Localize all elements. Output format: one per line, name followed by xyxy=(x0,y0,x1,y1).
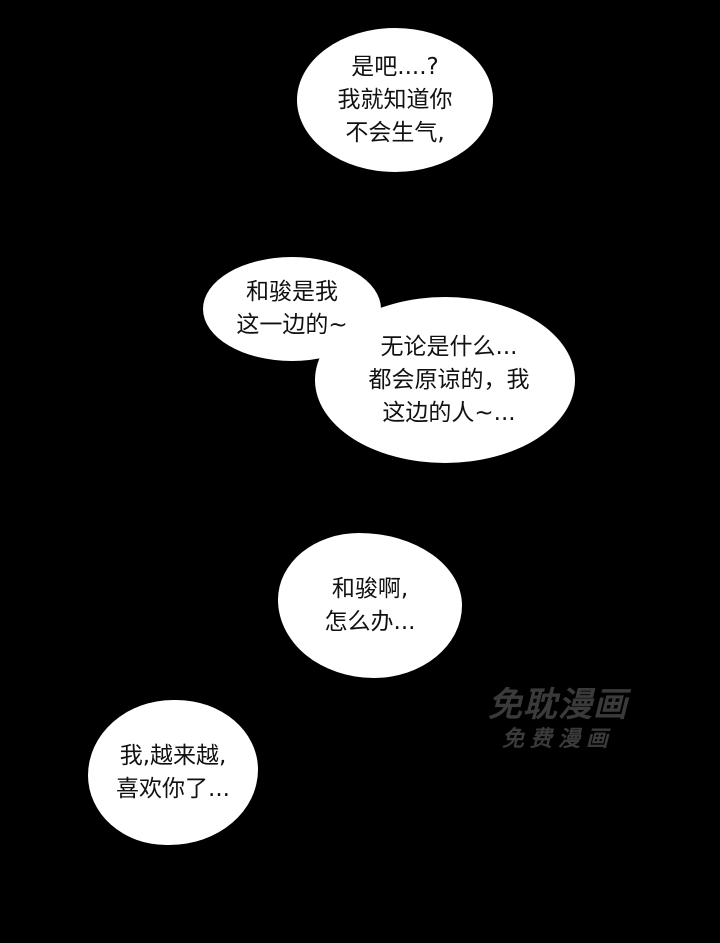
speech-line: 都会原谅的，我 xyxy=(368,366,530,393)
watermark-main-text: 免耽漫画 xyxy=(488,685,628,725)
speech-text: 和骏是我 这一边的~ xyxy=(236,276,347,342)
speech-line: 我就知道你 xyxy=(337,86,453,113)
speech-line: 是吧....? xyxy=(351,53,439,80)
speech-line: 这一边的~ xyxy=(236,312,348,338)
speech-bubble-1: 是吧....? 我就知道你 不会生气, xyxy=(297,28,493,172)
speech-text: 无论是什么... 都会原谅的，我 这边的人~... xyxy=(361,331,530,430)
speech-line: 这边的人~... xyxy=(382,399,516,426)
speech-bubble-4: 和骏啊, 怎么办... xyxy=(278,533,462,678)
speech-bubble-5: 我,越来越, 喜欢你了... xyxy=(88,700,258,845)
speech-bubble-2: 和骏是我 这一边的~ xyxy=(203,257,381,361)
speech-line: 和骏啊, xyxy=(331,575,409,602)
speech-line: 不会生气, xyxy=(345,119,445,146)
speech-text: 是吧....? 我就知道你 不会生气, xyxy=(338,51,453,150)
speech-line: 喜欢你了... xyxy=(116,775,230,802)
speech-line: 无论是什么... xyxy=(380,333,518,360)
speech-line: 我,越来越, xyxy=(119,742,227,769)
speech-line: 怎么办... xyxy=(324,608,416,635)
watermark-logo: 免耽漫画 免费漫画 xyxy=(468,684,648,754)
speech-text: 和骏啊, 怎么办... xyxy=(325,573,416,639)
speech-bubble-3: 无论是什么... 都会原谅的，我 这边的人~... xyxy=(315,297,575,463)
speech-line: 和骏是我 xyxy=(246,279,338,305)
speech-text: 我,越来越, 喜欢你了... xyxy=(116,740,230,806)
watermark-sub-text: 免费漫画 xyxy=(501,727,614,752)
